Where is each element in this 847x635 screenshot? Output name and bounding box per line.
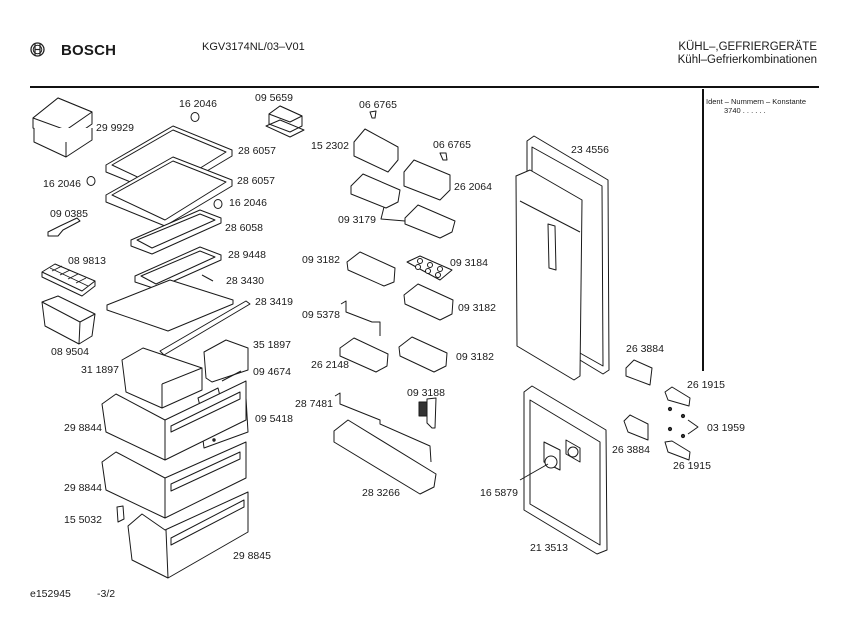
part-label[interactable]: 28 3266 [362,487,400,499]
header: BOSCH KGV3174NL/03–V01 KÜHL–,GEFRIERGERÄ… [0,0,847,90]
screw-drawings [369,110,448,161]
part-label[interactable]: 35 1897 [253,339,291,351]
part-label[interactable]: 03 1959 [707,422,745,434]
part-label[interactable]: 26 1915 [673,460,711,472]
part-label[interactable]: 08 9813 [68,255,106,267]
part-label[interactable]: 16 2046 [229,197,267,209]
shelf-pin-drawings [86,112,223,209]
part-label[interactable]: 09 3179 [338,214,376,226]
leader-lines [201,274,242,382]
part-label[interactable]: 26 3884 [626,343,664,355]
part-label[interactable]: 26 1915 [687,379,725,391]
part-label[interactable]: 16 2046 [179,98,217,110]
part-label[interactable]: 15 2302 [311,140,349,152]
category-subtitle: Kühl–Gefrierkombinationen [677,54,817,66]
egg-holder-drawing [406,255,453,281]
crisper-drawings [121,339,249,409]
part-label[interactable]: 28 6057 [237,175,275,187]
ident-label: Ident – Nummern – Konstante [706,97,807,106]
part-label[interactable]: 21 3513 [530,542,568,554]
part-label[interactable]: 26 2148 [311,359,349,371]
part-label[interactable]: 16 2046 [43,178,81,190]
ident-value: 3740 . . . . . . [724,106,766,115]
part-label[interactable]: 31 1897 [81,364,119,376]
page-number: -3/2 [97,588,116,600]
part-label[interactable]: 23 4556 [571,144,609,156]
part-label[interactable]: 28 6057 [238,145,276,157]
ice-tray-drawing [41,263,96,297]
part-label[interactable]: 29 8844 [64,482,102,494]
ice-scraper-drawing [47,217,81,237]
ice-box-drawing [41,295,96,345]
part-label[interactable]: 09 0385 [50,208,88,220]
part-label[interactable]: 28 7481 [295,398,333,410]
part-label[interactable]: 28 9448 [228,249,266,261]
part-label[interactable]: 06 6765 [433,139,471,151]
wire-drawings [334,300,432,463]
part-label[interactable]: 09 3182 [302,254,340,266]
glass-shelf-drawings [105,125,233,227]
part-label[interactable]: 06 6765 [359,99,397,111]
part-label[interactable]: 09 5659 [255,92,293,104]
drawer-clip-drawing [116,505,125,523]
egg-tray-lid-drawing [265,105,305,138]
category-title: KÜHL–,GEFRIERGERÄTE [678,41,817,53]
part-label[interactable]: 29 9929 [96,122,134,134]
part-label[interactable]: 09 5378 [302,309,340,321]
model-number: KGV3174NL/03–V01 [202,41,305,53]
freezer-door-drawing [519,385,608,555]
ident-divider [702,89,704,371]
bracket-cover-drawings [353,128,451,201]
part-label[interactable]: 09 3182 [456,351,494,363]
hinge-drawings [664,386,699,461]
door-tray-drawings [333,251,454,495]
brand-name: BOSCH [61,42,117,59]
part-label[interactable]: 16 5879 [480,487,518,499]
hinge-cover-drawings [623,359,653,441]
shelf-trim-drawing [159,300,251,356]
part-label[interactable]: 29 8844 [64,422,102,434]
glass-plate-drawing [106,279,234,332]
part-label[interactable]: 28 6058 [225,222,263,234]
part-label[interactable]: 09 3188 [407,387,445,399]
header-rule [30,86,819,88]
bosch-armature-icon [30,42,45,57]
part-label[interactable]: 28 3419 [255,296,293,308]
part-label[interactable]: 26 2064 [454,181,492,193]
label-holder-drawing [418,397,437,429]
drawer-drawings [101,380,249,579]
fridge-door-drawing [515,135,610,381]
part-label[interactable]: 28 3430 [226,275,264,287]
butter-tray-drawings [350,173,456,239]
part-label[interactable]: 09 3184 [450,257,488,269]
part-label[interactable]: 09 5418 [255,413,293,425]
part-label[interactable]: 09 3182 [458,302,496,314]
lid-box-drawing [32,97,93,158]
part-label[interactable]: 08 9504 [51,346,89,358]
shelf-frame-drawings [130,209,222,290]
part-label[interactable]: 09 4674 [253,366,291,378]
part-label[interactable]: 29 8845 [233,550,271,562]
part-label[interactable]: 15 5032 [64,514,102,526]
document-id: e152945 [30,588,71,600]
part-label[interactable]: 26 3884 [612,444,650,456]
